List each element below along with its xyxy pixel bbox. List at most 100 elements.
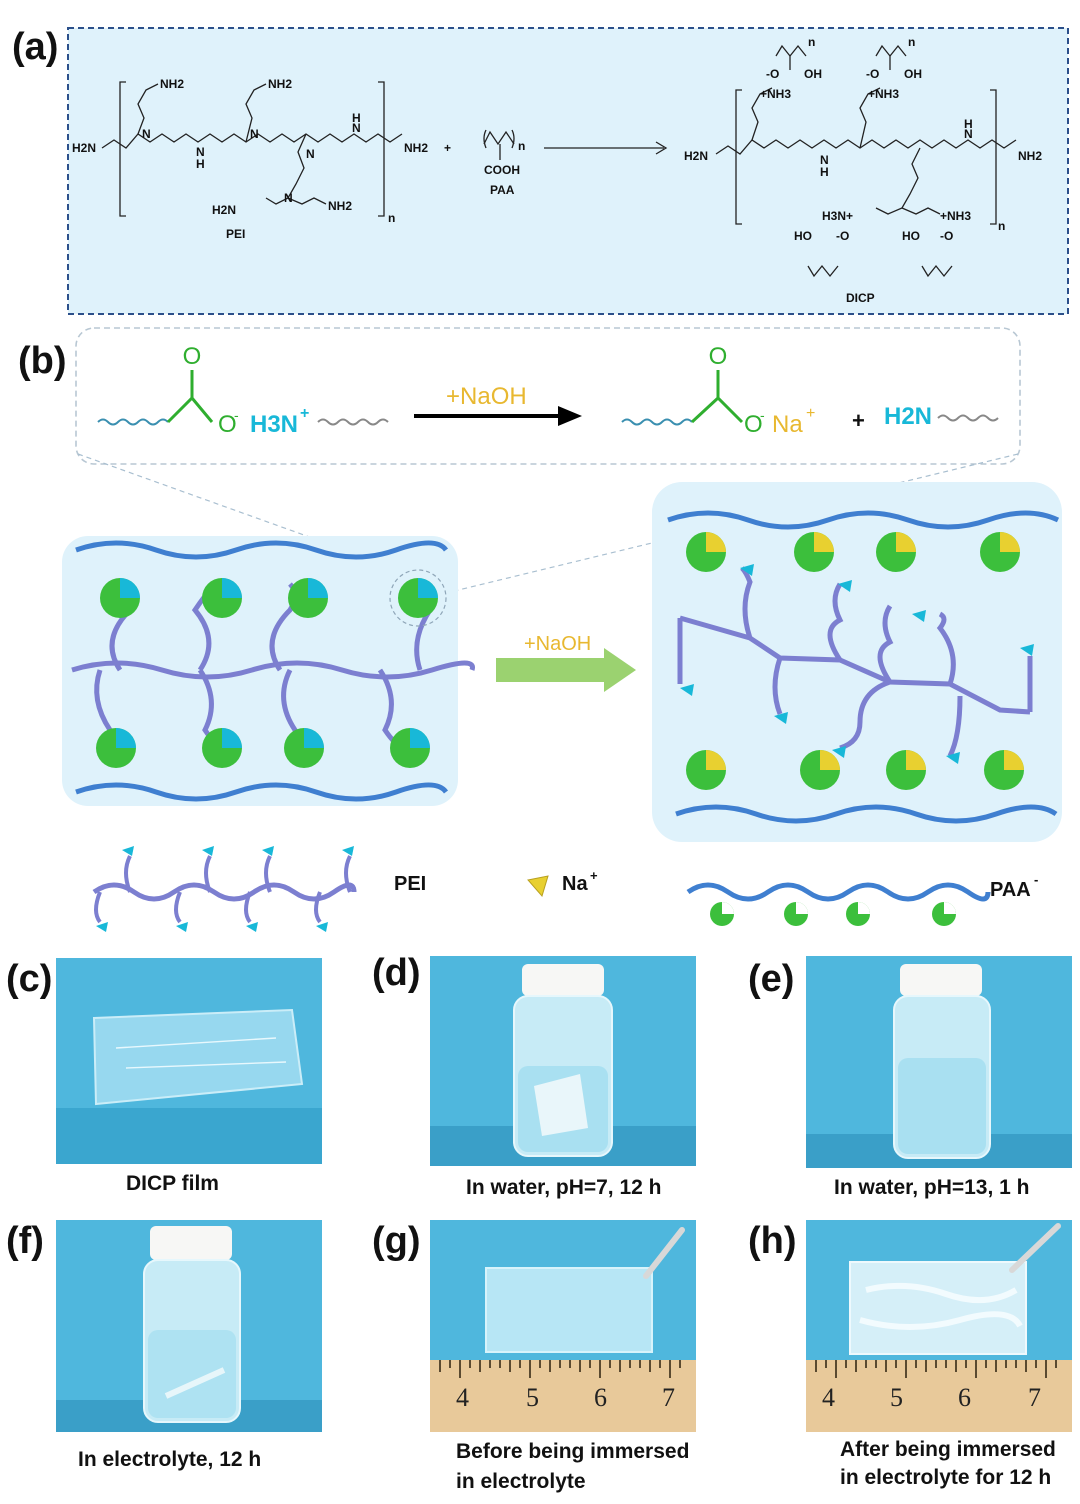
pei-h2n-end: H2N bbox=[72, 141, 96, 155]
legend-pei-label: PEI bbox=[394, 873, 426, 895]
legend-paa-label: PAA bbox=[990, 879, 1031, 901]
paa-sub-n: n bbox=[518, 139, 525, 153]
pei-sub-n: n bbox=[388, 211, 395, 225]
dicp-branch-3b bbox=[901, 207, 941, 215]
photo-g: 4 5 6 7 bbox=[430, 1220, 696, 1432]
pei-nh-1: N bbox=[196, 145, 205, 159]
right-na: Na bbox=[772, 411, 803, 438]
pei-n-2: N bbox=[250, 127, 259, 141]
legend-paa-minus-sign: - bbox=[1034, 872, 1038, 887]
pei-bracket-left bbox=[119, 81, 126, 217]
paa-cooh: COOH bbox=[484, 163, 520, 177]
dicp-o-minus-1: -O bbox=[766, 67, 779, 81]
paa-chain bbox=[483, 130, 515, 146]
pei-backbone bbox=[101, 133, 403, 149]
naoh-arrow-label: +NaOH bbox=[524, 633, 591, 655]
caption-d: In water, pH=7, 12 h bbox=[466, 1176, 662, 1199]
legend-na-label: Na bbox=[562, 873, 588, 895]
legend-paa-chain bbox=[686, 882, 991, 902]
dicp-oh-1: OH bbox=[804, 67, 822, 81]
pei-h2n-bottom: H2N bbox=[212, 203, 236, 217]
ruler-h-4: 4 bbox=[822, 1383, 835, 1412]
legend-pei-chain bbox=[92, 882, 357, 902]
dicp-o-minus-2: -O bbox=[866, 67, 879, 81]
legend-na-plus-sign: + bbox=[590, 868, 598, 883]
dicp-label: DICP bbox=[846, 291, 875, 305]
scheme-a-frame bbox=[67, 27, 1069, 315]
dicp-ho-1: HO bbox=[794, 229, 812, 243]
photo-d bbox=[430, 956, 696, 1166]
paa-chain-right-bottom bbox=[675, 804, 1058, 824]
dicp-h-1: H bbox=[820, 165, 829, 179]
caption-h-line2: in electrolyte for 12 h bbox=[840, 1466, 1052, 1489]
panel-label-f: (f) bbox=[6, 1220, 44, 1262]
dicp-branch-1 bbox=[751, 87, 773, 141]
photo-e bbox=[806, 956, 1072, 1168]
ruler-g-4: 4 bbox=[456, 1383, 469, 1412]
pei-branch-2 bbox=[245, 83, 267, 143]
pei-nh2-top-1: NH2 bbox=[160, 77, 184, 91]
dicp-sub-n-top-2: n bbox=[908, 35, 915, 49]
panel-label-h: (h) bbox=[748, 1220, 797, 1262]
ruler-g-7: 7 bbox=[662, 1383, 675, 1412]
pei-n-1: N bbox=[142, 127, 151, 141]
ruler-g-ticks bbox=[439, 1360, 681, 1378]
caption-h-line1: After being immersed bbox=[840, 1438, 1056, 1461]
panel-label-e: (e) bbox=[748, 958, 795, 1000]
paa-label: PAA bbox=[490, 183, 515, 197]
reaction-plus: + bbox=[444, 141, 451, 155]
left-o-minus-sign: - bbox=[234, 407, 239, 423]
dicp-nh2-end: NH2 bbox=[1018, 149, 1042, 163]
photo-c bbox=[56, 958, 322, 1164]
pei-n-4: N bbox=[284, 191, 293, 205]
pei-branch-3b bbox=[287, 197, 327, 205]
caption-g-line2: in electrolyte bbox=[456, 1470, 586, 1493]
ruler-h-6: 6 bbox=[958, 1383, 971, 1412]
pei-bracket-right bbox=[378, 81, 385, 217]
pei-nh2-end: NH2 bbox=[404, 141, 428, 155]
dicp-branch-2 bbox=[859, 87, 881, 149]
panel-label-d: (d) bbox=[372, 952, 421, 994]
legend-pei-branches bbox=[94, 855, 352, 924]
left-ion-pairs bbox=[96, 569, 447, 768]
pei-label: PEI bbox=[226, 227, 245, 241]
paa-chain-left-bottom bbox=[75, 782, 449, 802]
ruler-h-7: 7 bbox=[1028, 1383, 1041, 1412]
left-h3n-plus-sign: + bbox=[300, 405, 309, 422]
pei-n-3: N bbox=[306, 147, 315, 161]
left-carbonyl-o: O bbox=[183, 343, 202, 370]
pei-branch-3 bbox=[265, 133, 307, 205]
right-h2n: H2N bbox=[884, 403, 932, 430]
dicp-nh-1: N bbox=[820, 153, 829, 167]
dicp-nh3-plus-3: +NH3 bbox=[940, 209, 971, 223]
dicp-h2n-end: H2N bbox=[684, 149, 708, 163]
reaction-scheme-a: H2N NH2 NH2 NH2 H2N NH2 N N H N N N H N … bbox=[67, 27, 1069, 315]
dicp-bracket-left bbox=[735, 89, 742, 225]
right-free-amines bbox=[680, 564, 1034, 764]
right-carbonyl-o: O bbox=[709, 343, 728, 370]
network-diagram-b: O O - H3N + +NaOH O O - Na + + H2N +NaOH bbox=[62, 327, 1062, 932]
dicp-bracket-right bbox=[990, 89, 997, 225]
dicp-h-2: H bbox=[964, 117, 973, 131]
left-wavy-chain-2 bbox=[317, 418, 389, 426]
right-o-minus-sign: - bbox=[760, 407, 765, 423]
left-wavy-chain-1 bbox=[97, 418, 169, 426]
legend-paa-groups bbox=[710, 902, 956, 926]
dicp-nh-2: N bbox=[964, 127, 973, 141]
right-wavy-chain-2 bbox=[937, 414, 999, 422]
naoh-arrow-head bbox=[604, 648, 636, 692]
dicp-o-minus-4: -O bbox=[940, 229, 953, 243]
panel-label-c: (c) bbox=[6, 958, 53, 1000]
dicp-sub-n-top-1: n bbox=[808, 35, 815, 49]
paa-chain-left-top bbox=[75, 540, 449, 560]
ruler-g-6: 6 bbox=[594, 1383, 607, 1412]
dicp-o-minus-3: -O bbox=[836, 229, 849, 243]
pei-nh-2: N bbox=[352, 121, 361, 135]
right-wavy-chain-1 bbox=[621, 418, 693, 426]
panel-label-g: (g) bbox=[372, 1220, 421, 1262]
pei-chain-left bbox=[71, 660, 475, 680]
right-sodium-pairs bbox=[686, 532, 1024, 790]
reaction-arrowhead-b bbox=[558, 406, 582, 426]
caption-g-line1: Before being immersed bbox=[456, 1440, 690, 1463]
paa-bracket-l bbox=[483, 129, 487, 149]
